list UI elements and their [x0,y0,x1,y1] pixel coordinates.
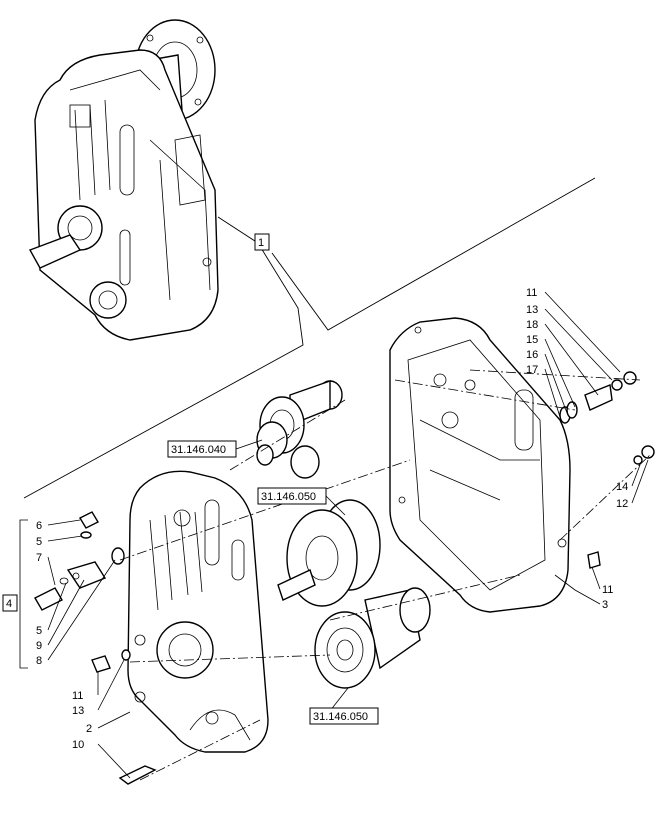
callout-box-1 [254,233,270,251]
callout-13-left: 13 [72,705,84,717]
callout-6: 6 [36,520,42,532]
callout-10: 10 [72,739,84,751]
callout-7: 7 [36,552,42,564]
separator-line [23,216,304,499]
reference-a: 31.146.040 [171,444,226,456]
callout-14: 14 [616,481,628,493]
callout-5-bottom: 5 [36,625,42,637]
callout-2: 2 [86,723,92,735]
callout-4: 4 [6,598,12,610]
clutch-pack [314,587,431,689]
callout-box-4 [2,594,18,612]
small-parts-right [559,371,655,569]
gear-cluster-upper [256,380,343,479]
callout-18: 18 [526,319,538,331]
reference-box-c [309,707,379,725]
reference-b: 31.146.050 [261,491,316,503]
callout-5-top: 5 [36,536,42,548]
callout-3: 3 [602,599,608,611]
callout-9: 9 [36,640,42,652]
callout-11-right: 11 [602,584,613,596]
cover-plate [127,470,269,753]
callout-1: 1 [258,237,264,249]
callout-15: 15 [526,334,538,346]
reference-c: 31.146.050 [313,711,368,723]
callout-11-top: 11 [526,287,537,299]
reference-box-b [257,487,327,505]
callout-11-left: 11 [72,690,83,702]
reference-box-a [167,440,237,458]
assembled-gearbox [28,19,219,341]
leader-lines [19,291,649,779]
callout-17: 17 [526,364,538,376]
center-lines [119,369,651,781]
callout-12: 12 [616,498,628,510]
main-housing [389,317,571,613]
separator-line-right [271,177,596,331]
gear-cluster-lower [277,499,381,607]
callout-8: 8 [36,655,42,667]
callout-13-top: 13 [526,304,538,316]
callout-16: 16 [526,349,538,361]
